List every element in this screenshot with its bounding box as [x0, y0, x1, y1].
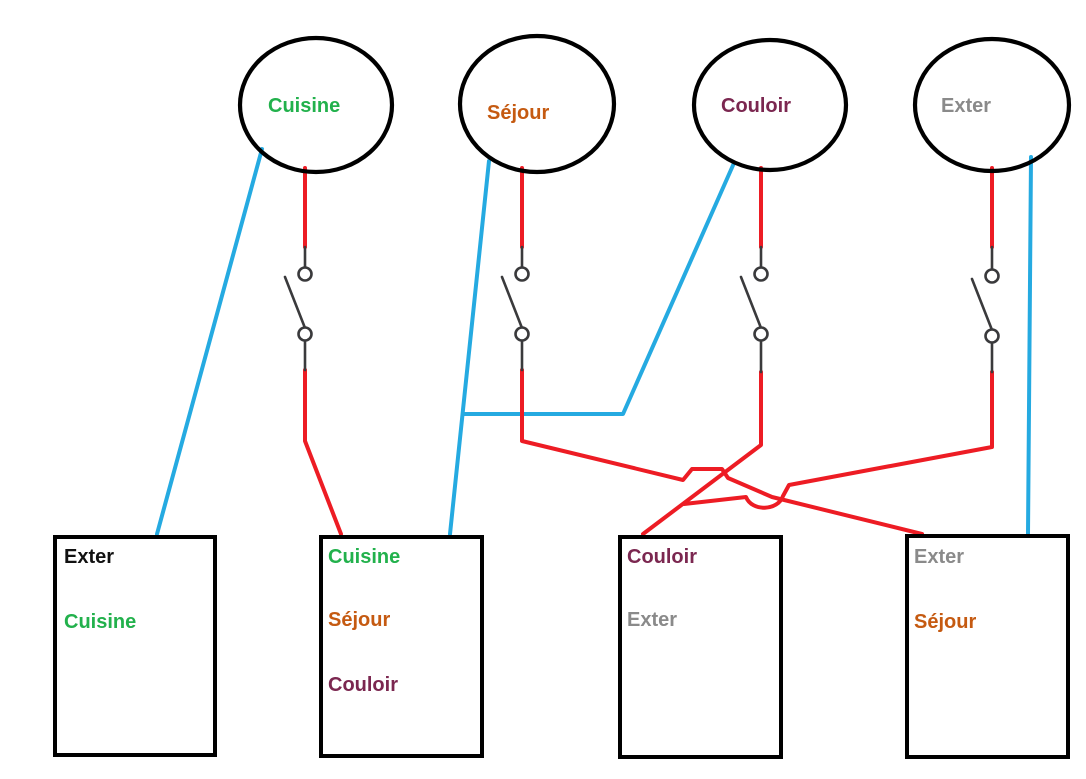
switch-couloir	[739, 245, 769, 374]
junction-box-4: Exter Séjour	[905, 534, 1070, 759]
box3-label-exter: Exter	[627, 609, 677, 631]
junction-box-2-outline	[319, 535, 484, 758]
box4-label-sejour: Séjour	[914, 611, 976, 633]
switch-sejour-lever	[500, 275, 524, 330]
switch-cuisine-contact-top	[297, 266, 313, 282]
wire-live-cuisine-to-box2	[303, 368, 343, 536]
box4-label-exter: Exter	[914, 546, 964, 568]
lamp-couloir: Couloir	[691, 37, 849, 173]
switch-couloir-contact-top	[753, 266, 769, 282]
junction-box-2: Cuisine Séjour Couloir	[319, 535, 484, 758]
wire-neutral-sejour	[448, 159, 491, 536]
lamp-exter: Exter	[912, 36, 1072, 174]
lamp-cuisine-outline	[237, 35, 395, 175]
lamp-label-sejour: Séjour	[487, 102, 549, 124]
box1-label-cuisine: Cuisine	[64, 611, 136, 633]
lamp-exter-outline	[912, 36, 1072, 174]
lamp-label-couloir: Couloir	[721, 95, 791, 117]
switch-couloir-lever	[739, 275, 763, 330]
junction-box-3: Couloir Exter	[618, 535, 783, 759]
wire-neutral-exter	[1026, 155, 1033, 536]
switch-couloir-contact-bottom	[753, 326, 769, 342]
switch-exter	[970, 245, 1000, 374]
switch-sejour	[500, 245, 530, 372]
switch-sejour-contact-top	[514, 266, 530, 282]
junction-box-3-outline	[618, 535, 783, 759]
lamp-cuisine: Cuisine	[237, 35, 395, 175]
box1-label-exter: Exter	[64, 546, 114, 568]
neutral-wires	[155, 147, 1033, 536]
live-wires	[303, 166, 994, 536]
switch-exter-contact-top	[984, 268, 1000, 284]
junction-box-4-outline	[905, 534, 1070, 759]
wire-live-exter-to-junction	[682, 370, 994, 510]
lamp-sejour-outline	[457, 33, 617, 175]
lamp-couloir-outline	[691, 37, 849, 173]
box2-label-sejour: Séjour	[328, 609, 390, 631]
switch-cuisine	[283, 245, 313, 372]
lamp-sejour: Séjour	[457, 33, 617, 175]
switch-exter-lever	[970, 277, 994, 332]
switch-sejour-contact-bottom	[514, 326, 530, 342]
switch-cuisine-contact-bottom	[297, 326, 313, 342]
junction-box-1-outline	[53, 535, 217, 757]
lamp-label-exter: Exter	[941, 95, 991, 117]
box2-label-cuisine: Cuisine	[328, 546, 400, 568]
lamp-label-cuisine: Cuisine	[268, 95, 340, 117]
switch-exter-contact-bottom	[984, 328, 1000, 344]
box2-label-couloir: Couloir	[328, 674, 398, 696]
box3-label-couloir: Couloir	[627, 546, 697, 568]
switch-cuisine-lever	[283, 275, 307, 330]
wire-live-couloir-to-box3	[641, 370, 763, 536]
junction-box-1: Exter Cuisine	[53, 535, 217, 757]
wire-neutral-cuisine	[155, 147, 264, 536]
wire-neutral-couloir-branch	[461, 161, 736, 416]
wire-live-sejour-to-box4	[520, 368, 924, 536]
